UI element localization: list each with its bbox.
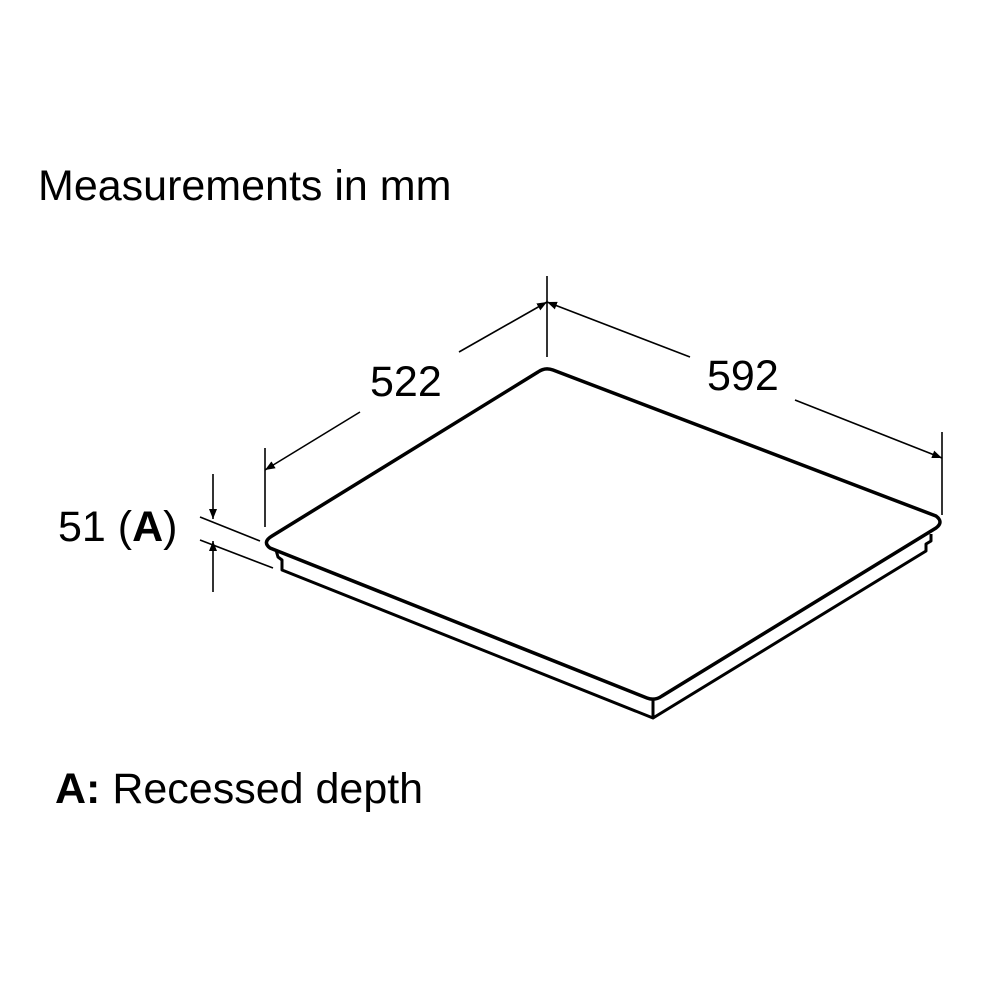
dim-line-592-a [546,301,691,358]
depth-label: 522 [370,358,442,406]
frame-right [652,534,933,720]
dim-line-592-b [794,399,943,459]
height-value: 51 ( [58,503,133,551]
frame-left [274,549,655,720]
height-close: ) [163,503,178,551]
legend-text: Recessed depth [112,765,424,813]
glass-top [264,367,942,701]
ext-line-51-bottom [199,539,274,569]
diagram-title: Measurements in mm [38,162,452,210]
height-key: A [132,503,164,551]
ext-line-51-top [199,516,261,542]
width-label: 592 [707,352,779,400]
legend-key: A: [55,765,101,813]
dim-line-522-a [458,301,548,353]
legend: A: Recessed depth [55,765,423,814]
dim-line-522-b [264,411,361,471]
height-label: 51 (A) [58,503,178,552]
